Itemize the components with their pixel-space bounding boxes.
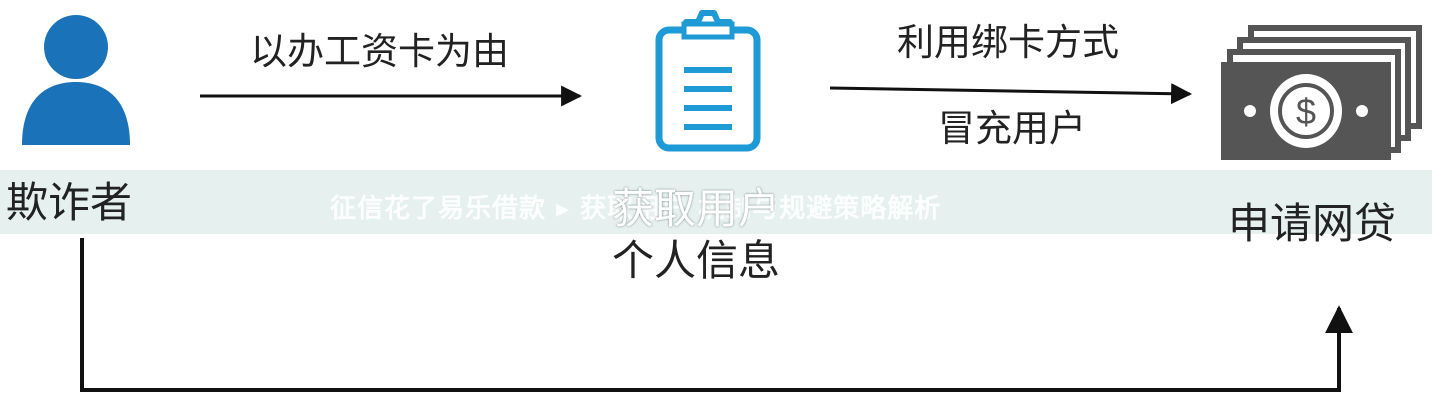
arrow-bind-card bbox=[829, 83, 1193, 105]
node-label-online-loan: 申请网贷 bbox=[1228, 199, 1397, 248]
edge-label-pretext: 以办工资卡为由 bbox=[250, 30, 509, 73]
node-label-personal-info: 个人信息 bbox=[612, 236, 781, 285]
arrow-return bbox=[80, 238, 1353, 392]
node-label-get-info: 获取用户 bbox=[612, 184, 781, 233]
edge-label-bind-card: 利用绑卡方式 bbox=[897, 21, 1119, 64]
svg-text:$: $ bbox=[1296, 91, 1316, 132]
watermark-text: 征信花了易乐借款 ▸ 获取用户 机制与规避策略解析 bbox=[330, 194, 942, 224]
watermark-banner bbox=[0, 170, 1432, 234]
edge-label-impersonate: 冒充用户 bbox=[938, 107, 1086, 150]
node-label-fraudster: 欺诈者 bbox=[6, 178, 133, 227]
money-stack-icon: $ bbox=[1221, 25, 1422, 160]
person-icon bbox=[22, 15, 130, 145]
clipboard-icon bbox=[655, 10, 761, 152]
